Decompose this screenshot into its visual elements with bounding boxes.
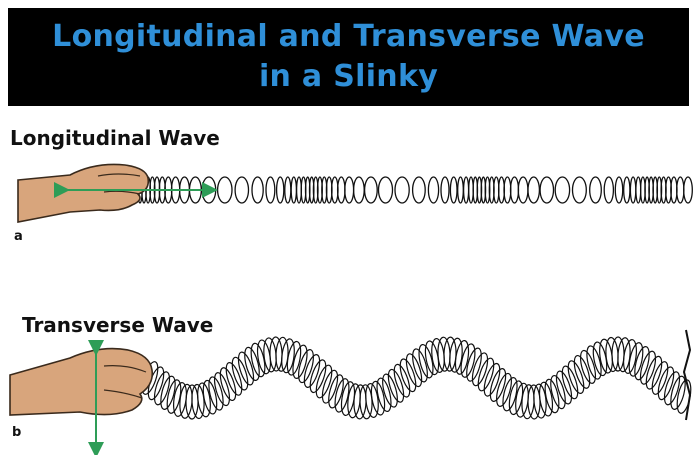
- slinky-coil: [307, 358, 329, 394]
- slinky-coil: [235, 350, 256, 386]
- slinky-coil: [428, 177, 438, 203]
- slinky-coil: [571, 354, 593, 390]
- slinky-coil: [643, 355, 665, 391]
- slinky-coil: [285, 177, 291, 203]
- transverse-slinky: [139, 337, 693, 419]
- slinky-coil: [511, 177, 519, 203]
- slinky-coil: [555, 177, 569, 203]
- slinky-coil: [266, 177, 275, 203]
- slinky-coil: [441, 177, 449, 203]
- slinky-coil: [518, 177, 528, 203]
- slinky-coil: [252, 177, 263, 203]
- slinky-coil: [212, 371, 233, 407]
- slinky-coil: [590, 177, 602, 203]
- longitudinal-slinky: [138, 177, 693, 203]
- slinky-coil: [573, 177, 587, 203]
- slinky-coil: [319, 369, 340, 405]
- slinky-coil: [677, 177, 684, 203]
- slinky-coil: [218, 177, 232, 203]
- slinky-coil: [464, 177, 469, 203]
- slinky-coil: [301, 353, 323, 389]
- slinky-coil: [151, 370, 172, 406]
- slinky-coil: [229, 356, 251, 392]
- slinky-coil: [450, 177, 457, 203]
- slinky-coil: [475, 356, 497, 392]
- slinky-coil: [615, 177, 622, 203]
- slinky-coil: [391, 363, 413, 399]
- slinky-coil: [217, 366, 239, 402]
- slinky-coil: [565, 359, 587, 395]
- slinky-coil: [469, 351, 490, 387]
- slinky-coil: [403, 352, 424, 388]
- slinky-coil: [291, 177, 296, 203]
- hand-transverse-icon: [10, 349, 152, 415]
- slinky-coil: [624, 177, 630, 203]
- slinky-coil: [637, 350, 658, 386]
- slinky-coil: [559, 364, 581, 400]
- slinky-coil: [481, 362, 503, 398]
- slinky-coil: [630, 177, 635, 203]
- slinky-coil: [655, 365, 677, 401]
- slinky-coil: [395, 177, 409, 203]
- hand-longitudinal-icon: [18, 164, 148, 222]
- slinky-coil: [365, 177, 378, 203]
- slinky-coil: [413, 177, 426, 203]
- slinky-coil: [553, 369, 574, 405]
- slinky-coil: [277, 177, 284, 203]
- slinky-coil: [540, 177, 553, 203]
- slinky-coil: [604, 177, 613, 203]
- slinky-coil: [313, 363, 335, 399]
- slinky-coil: [397, 357, 419, 393]
- slinky-coil: [379, 177, 393, 203]
- slinky-coil: [578, 349, 599, 385]
- slinky-coil: [487, 367, 509, 403]
- slinky-coil: [354, 177, 365, 203]
- slinky-coil: [649, 360, 671, 396]
- slinky-coil: [528, 177, 539, 203]
- slinky-coil: [385, 368, 406, 404]
- slinky-coil: [338, 177, 345, 203]
- slinky-coil: [458, 177, 464, 203]
- slinky-coil: [661, 370, 682, 406]
- slinky-coil: [235, 177, 248, 203]
- slinky-coil: [684, 177, 693, 203]
- slinky-coil: [223, 361, 245, 397]
- slinky-coil: [345, 177, 354, 203]
